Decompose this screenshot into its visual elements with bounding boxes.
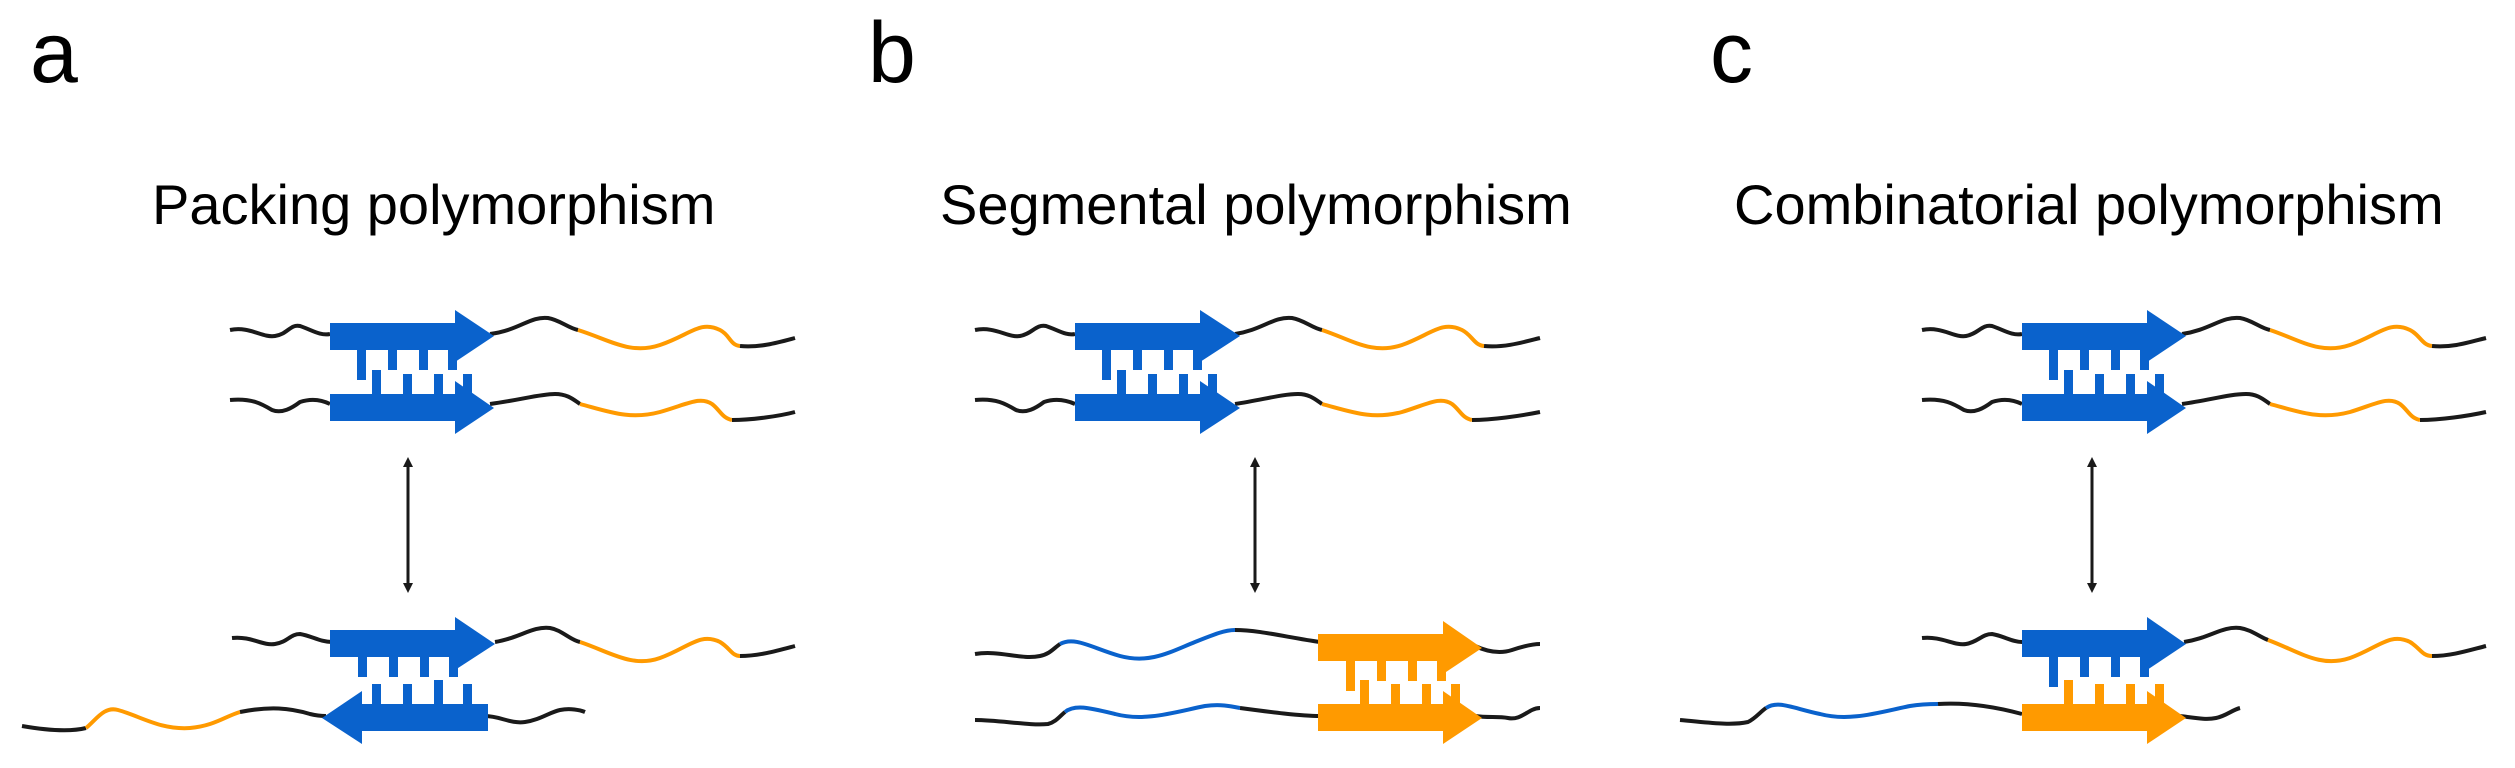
chain-segment xyxy=(974,710,1067,727)
panel-c-bottom-pair xyxy=(1679,617,2487,744)
orange-strand-arrow xyxy=(2022,691,2186,744)
chain-segment xyxy=(489,315,579,336)
panel-title-a: Packing polymorphism xyxy=(152,173,716,236)
orange-loop xyxy=(2267,636,2433,664)
chain-segment xyxy=(731,410,796,422)
blue-strand-arrow xyxy=(2022,310,2186,362)
chain-segment xyxy=(1234,315,1323,336)
chain-segment xyxy=(1679,706,1768,726)
blue-loop xyxy=(1764,702,1939,719)
chain-segment xyxy=(21,724,87,733)
chain-segment xyxy=(739,644,796,658)
orange-loop xyxy=(2269,324,2433,351)
chain-segment xyxy=(1921,631,2023,647)
chain-segment xyxy=(229,323,331,339)
panel-letter-b: b xyxy=(868,5,916,101)
orange-loop xyxy=(84,707,241,731)
chain-segment xyxy=(1937,701,2023,716)
chain-segment xyxy=(484,707,586,725)
chain-segment xyxy=(2181,391,2272,406)
panel-c-top-pair xyxy=(1921,310,2487,434)
panel-b-top-pair xyxy=(974,310,1541,434)
hydrogen-bond-teeth xyxy=(358,657,472,704)
blue-loop xyxy=(1063,703,1241,719)
panel-a-bottom-pair xyxy=(21,617,796,744)
chain-segment xyxy=(739,336,796,349)
chain-segment xyxy=(1234,628,1321,644)
orange-loop xyxy=(579,636,741,664)
hydrogen-bond-teeth xyxy=(357,350,472,394)
hydrogen-bond-teeth xyxy=(1346,661,1460,704)
chain-segment xyxy=(489,391,582,406)
panel-b-diagram xyxy=(974,310,1541,744)
orange-loop xyxy=(579,398,733,422)
blue-strand-arrow xyxy=(1075,381,1240,434)
chain-segment xyxy=(2431,644,2487,658)
chain-segment xyxy=(1474,642,1541,655)
blue-strand-arrow xyxy=(330,381,494,434)
hydrogen-bond-teeth xyxy=(2064,680,2164,704)
blue-loop xyxy=(1059,628,1236,661)
panel-a-top-pair xyxy=(229,310,796,434)
panel-a-diagram xyxy=(21,310,796,744)
orange-loop xyxy=(1321,398,1473,422)
chain-segment xyxy=(1239,706,1321,718)
chain-segment xyxy=(229,397,331,414)
orange-strand-arrow xyxy=(1318,691,1482,744)
hydrogen-bond-teeth xyxy=(1102,350,1217,394)
chain-segment xyxy=(2181,315,2271,336)
chain-segment xyxy=(231,631,333,647)
blue-strand-arrow xyxy=(2022,617,2186,670)
orange-strand-arrow xyxy=(1318,621,1482,674)
hydrogen-bond-teeth xyxy=(2049,657,2149,687)
orange-loop xyxy=(577,324,741,351)
chain-segment xyxy=(2419,410,2487,422)
panel-c-diagram xyxy=(1679,310,2487,744)
panel-b-bottom-pair xyxy=(974,621,1541,744)
blue-strand-arrow-reversed xyxy=(322,691,488,744)
panel-title-b: Segmental polymorphism xyxy=(940,173,1572,236)
chain-segment xyxy=(1471,410,1541,422)
chain-segment xyxy=(1234,391,1324,406)
chain-segment xyxy=(1921,323,2023,339)
panel-letter-c: c xyxy=(1710,5,1753,101)
chain-segment xyxy=(1474,706,1541,721)
chain-segment xyxy=(974,642,1062,659)
blue-strand-arrow xyxy=(2022,381,2186,434)
panel-letter-a: a xyxy=(30,5,78,101)
chain-segment xyxy=(239,706,327,718)
orange-loop xyxy=(2269,398,2421,422)
orange-loop xyxy=(1321,324,1485,351)
chain-segment xyxy=(974,323,1076,339)
chain-segment xyxy=(2183,625,2269,644)
blue-strand-arrow xyxy=(330,617,495,670)
chain-segment xyxy=(1921,397,2023,414)
hydrogen-bond-teeth xyxy=(2049,350,2164,394)
chain-segment xyxy=(974,397,1076,414)
chain-segment xyxy=(2179,706,2241,721)
chain-segment xyxy=(1483,336,1541,349)
panel-title-c: Combinatorial polymorphism xyxy=(1734,173,2444,236)
chain-segment xyxy=(2431,336,2487,349)
chain-segment xyxy=(494,625,581,644)
blue-strand-arrow xyxy=(1075,310,1240,362)
blue-strand-arrow xyxy=(330,310,494,362)
